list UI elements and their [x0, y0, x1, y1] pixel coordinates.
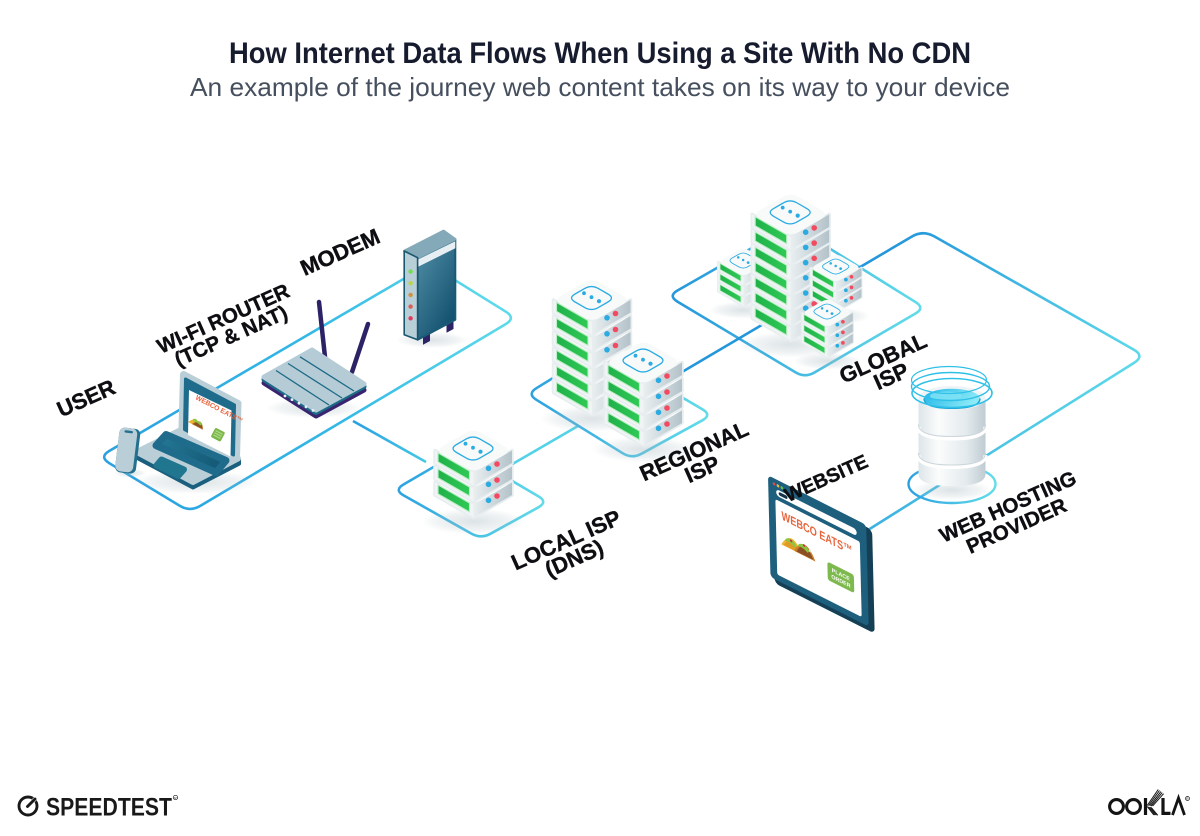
svg-text:An example of the journey web: An example of the journey web content ta…: [190, 72, 1010, 102]
svg-text:WEBSITE: WEBSITE: [781, 451, 871, 507]
svg-text:SPEEDTEST: SPEEDTEST: [46, 794, 172, 822]
svg-text:R: R: [174, 796, 177, 800]
svg-text:USER: USER: [53, 374, 119, 422]
svg-text:R: R: [1186, 797, 1189, 801]
svg-text:MODEM: MODEM: [296, 224, 383, 281]
svg-text:How Internet Data Flows When U: How Internet Data Flows When Using a Sit…: [229, 37, 971, 70]
